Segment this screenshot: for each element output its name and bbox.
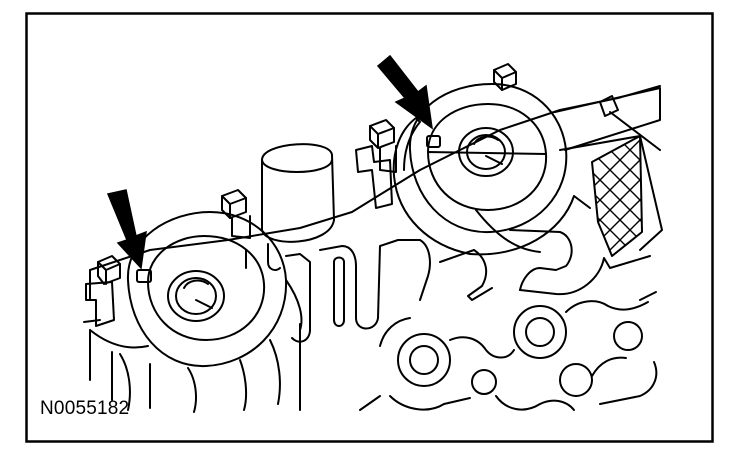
left-mount-bracket	[83, 255, 121, 327]
center-bolt	[369, 119, 397, 173]
figure-border	[25, 12, 714, 443]
left-locating-pin	[136, 269, 152, 283]
mesh-outline	[591, 135, 643, 257]
right-cam-sprocket	[408, 83, 568, 234]
callout-arrows	[106, 54, 433, 270]
right-arrow-icon	[376, 54, 433, 130]
left-arrow-icon	[106, 189, 147, 270]
right-sprocket-skirt	[392, 117, 471, 255]
right-locating-pin	[426, 135, 441, 148]
left-bolt	[221, 189, 251, 239]
figure-id-label: N0055182	[40, 398, 130, 419]
center-mount-bracket	[355, 145, 393, 209]
lower-bore-cluster	[359, 291, 658, 411]
engine-casting	[89, 209, 651, 413]
